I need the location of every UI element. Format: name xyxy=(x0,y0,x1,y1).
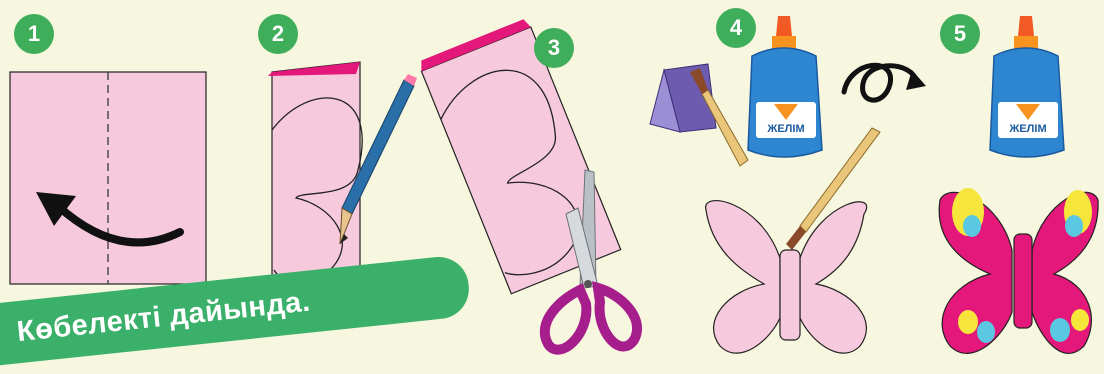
glue-bottle-icon-2 xyxy=(990,16,1064,157)
step-badge-5: 5 xyxy=(940,14,980,54)
glue-label-2: ЖЕЛІМ xyxy=(1008,123,1046,135)
step-badge-4: 4 xyxy=(716,8,756,48)
loop-arrow-icon xyxy=(844,65,926,100)
step-2-paper xyxy=(268,62,362,296)
step-badge-2: 2 xyxy=(258,14,298,54)
pink-butterfly xyxy=(706,201,867,354)
step-badge-3: 3 xyxy=(534,28,574,68)
magenta-butterfly xyxy=(939,188,1098,353)
step-badge-1: 1 xyxy=(14,14,54,54)
glue-bottle-icon xyxy=(748,16,822,157)
glue-label: ЖЕЛІМ xyxy=(766,123,804,135)
step-1-paper xyxy=(10,72,206,284)
